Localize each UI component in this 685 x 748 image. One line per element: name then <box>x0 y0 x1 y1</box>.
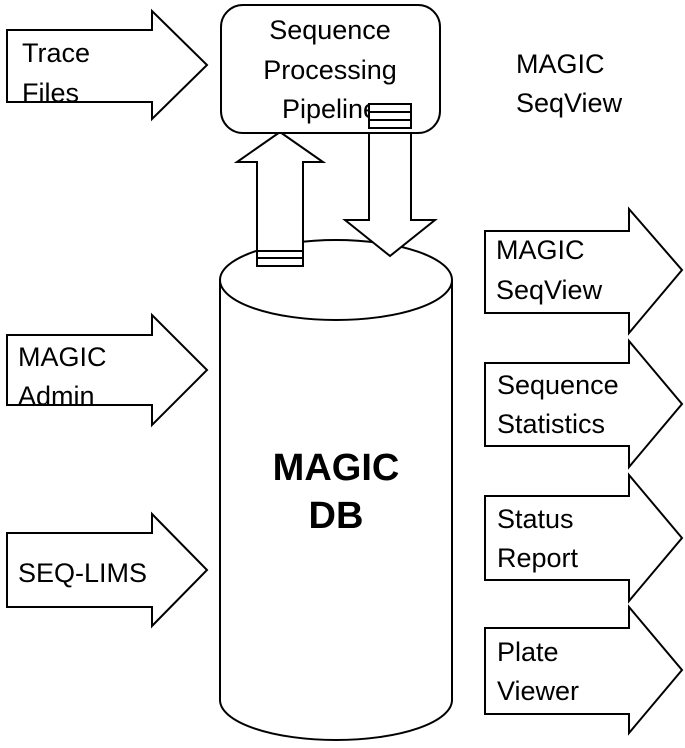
sequence-processing-pipeline-box: Sequence Processing Pipeline <box>220 4 441 134</box>
pipeline-arrow-stub <box>368 103 412 129</box>
magic-seqview-floating-label: MAGIC SeqView <box>516 49 623 118</box>
trace-files-label-line2: Files <box>22 78 79 108</box>
output-arrow-status-report: Status Report <box>484 472 684 604</box>
floating-label-line1: MAGIC <box>516 49 605 79</box>
pipeline-label-line1: Sequence <box>269 15 391 45</box>
arrow-db-to-pipeline <box>233 130 327 267</box>
output-sequence-statistics-line1: Sequence <box>497 370 619 400</box>
output-arrow-sequence-statistics: Sequence Statistics <box>484 338 684 470</box>
magic-admin-label-line1: MAGIC <box>18 342 107 372</box>
magic-admin-label-line2: Admin <box>18 381 95 411</box>
output-arrow-plate-viewer: Plate Viewer <box>484 604 684 736</box>
output-plate-viewer-line2: Viewer <box>497 676 579 706</box>
magic-db-label-line2: DB <box>309 495 364 537</box>
input-arrow-magic-admin: MAGIC Admin <box>6 312 209 428</box>
output-status-report-line2: Report <box>497 543 579 573</box>
pipeline-label-line3: Pipeline <box>282 94 378 124</box>
magic-db-cylinder: MAGIC DB <box>219 239 453 741</box>
floating-label-line2: SeqView <box>516 88 623 118</box>
output-status-report-line1: Status <box>497 504 574 534</box>
output-magic-seqview-line2: SeqView <box>496 275 603 305</box>
seq-lims-label: SEQ-LIMS <box>18 558 147 588</box>
output-arrow-magic-seqview: MAGIC SeqView <box>484 206 684 336</box>
output-plate-viewer-line1: Plate <box>497 637 559 667</box>
pipeline-label-line2: Processing <box>263 55 397 85</box>
input-arrow-trace-files: Trace Files <box>6 8 209 122</box>
trace-files-label-line1: Trace <box>22 38 90 68</box>
input-arrow-seq-lims: SEQ-LIMS <box>6 511 209 629</box>
output-sequence-statistics-line2: Statistics <box>497 409 605 439</box>
magic-db-label-line1: MAGIC <box>273 447 400 489</box>
output-magic-seqview-line1: MAGIC <box>496 235 585 265</box>
